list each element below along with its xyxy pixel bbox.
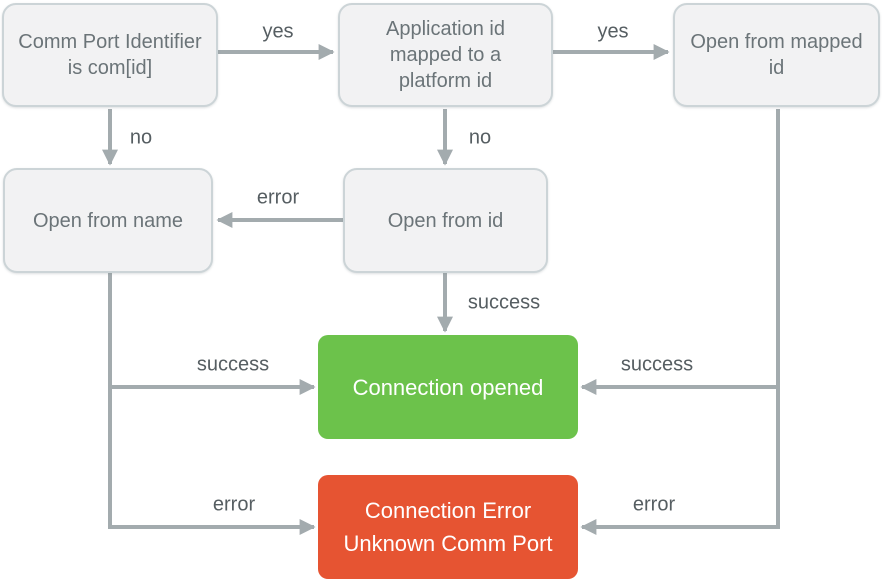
node-text-line: is com[id] [67, 57, 153, 79]
edge-label-error-center: error [256, 186, 300, 209]
node-text-line: Comm Port Identifier [18, 31, 202, 53]
edge-label-no-left: no [129, 126, 153, 149]
node-text-line: platform id [398, 70, 493, 92]
node-text-line: Open from name [32, 209, 184, 232]
edge-label-yes-top-right: yes [597, 20, 629, 43]
node-connection-error: Connection Error Unknown Comm Port [318, 475, 578, 579]
node-text-line: id [768, 57, 785, 79]
node-comm-port-identifier: Comm Port Identifier is com[id] [2, 3, 218, 107]
node-text-line: Unknown Comm Port [343, 531, 553, 556]
node-connection-opened: Connection opened [318, 335, 578, 439]
edge-label-error-left: error [212, 493, 256, 516]
node-open-from-id: Open from id [343, 168, 548, 273]
edge-open-name-to-error [108, 387, 316, 535]
edge-label-error-right: error [632, 493, 676, 516]
edge-label-success-center: success [467, 291, 541, 314]
edge-mapped-to-opened [580, 109, 780, 395]
node-text-line: Application id [386, 18, 505, 40]
edge-mapped-to-error [580, 387, 780, 535]
edge-label-yes-top-left: yes [262, 20, 294, 43]
edge-label-success-right: success [620, 353, 694, 376]
node-open-from-name: Open from name [3, 168, 213, 273]
node-application-id-mapped: Application id mapped to a platform id [338, 3, 553, 107]
node-open-from-mapped-id: Open from mapped id [673, 3, 880, 107]
edge-label-success-left: success [196, 353, 270, 376]
node-text-line: mapped to a [389, 44, 502, 66]
node-text-line: Connection Error [364, 498, 532, 523]
edge-label-no-center: no [468, 126, 492, 149]
node-text-line: Open from id [387, 209, 504, 232]
node-text-line: Connection opened [352, 374, 544, 400]
node-text-line: Open from mapped [690, 31, 863, 53]
